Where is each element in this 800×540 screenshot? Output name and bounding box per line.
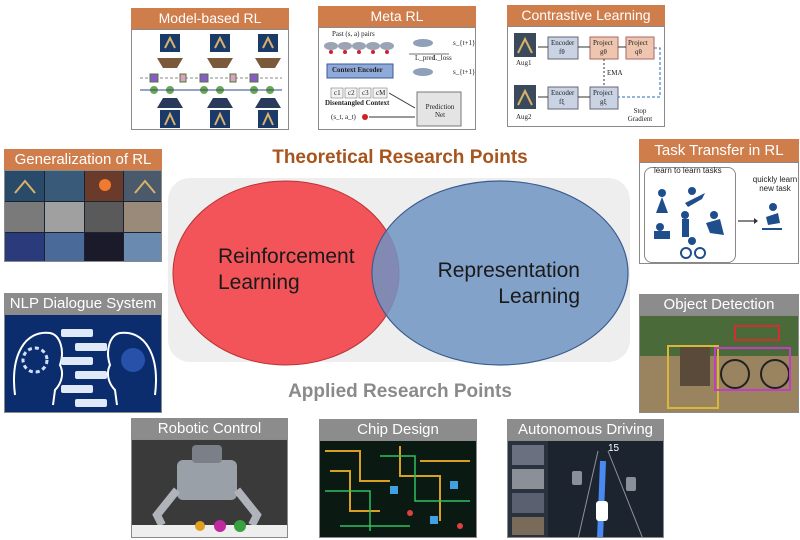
meta-panel: Past (s, a) pairs Context Encoder Disent… bbox=[318, 27, 476, 130]
representation-line2: Learning bbox=[498, 285, 580, 308]
aug1-image bbox=[514, 33, 536, 57]
meta-c2: c2 bbox=[348, 89, 355, 97]
applied-heading: Applied Research Points bbox=[288, 381, 512, 402]
robotic-figure bbox=[132, 440, 287, 537]
meta-s-next-a: s_{t+1} bbox=[453, 39, 476, 47]
driving-panel: 15 bbox=[507, 440, 664, 538]
contrastive-figure bbox=[514, 33, 661, 110]
context-cells bbox=[330, 87, 388, 99]
generalization-grid bbox=[5, 171, 161, 261]
contrastive-encoder2: Encoder bbox=[551, 89, 575, 97]
state-action-dot bbox=[362, 114, 368, 120]
task-icons bbox=[654, 187, 782, 259]
object-detection-figure bbox=[640, 316, 798, 412]
contrastive-f-xi: fξ bbox=[559, 98, 565, 106]
nlp-header: NLP Dialogue System bbox=[4, 293, 162, 314]
contrastive-stop-gradient: Stop Gradient bbox=[627, 107, 653, 123]
meta-figure bbox=[324, 39, 462, 127]
chip-figure bbox=[325, 446, 470, 531]
learn-to-learn-label: learn to learn tasks bbox=[654, 166, 722, 175]
prediction-net-box bbox=[416, 91, 462, 127]
aug2-image bbox=[514, 85, 536, 109]
robotic-panel bbox=[131, 439, 288, 538]
state-nodes bbox=[140, 86, 282, 94]
meta-cm: cM bbox=[376, 89, 386, 97]
meta-s-next-b: s_{t+1} bbox=[453, 68, 476, 76]
contrastive-project1: Project bbox=[593, 39, 613, 47]
quick-learn-label: quickly learn new task bbox=[752, 175, 798, 193]
contrastive-f-theta: fθ bbox=[559, 48, 565, 56]
encoder-trapezoids bbox=[157, 98, 281, 108]
encoder-box-2 bbox=[547, 86, 579, 110]
robot-bottom-frames bbox=[160, 110, 278, 128]
robot-top-frames bbox=[160, 34, 278, 52]
contrastive-g-theta: gθ bbox=[600, 48, 607, 56]
meta-c1: c1 bbox=[334, 89, 341, 97]
driving-figure bbox=[508, 441, 643, 537]
contrastive-q-theta: qθ bbox=[635, 48, 642, 56]
nlp-panel bbox=[4, 314, 162, 413]
object-detection-header: Object Detection bbox=[639, 294, 799, 315]
theoretical-heading: Theoretical Research Points bbox=[272, 147, 528, 168]
generalization-panel bbox=[4, 170, 162, 262]
generalization-header: Generalization of RL bbox=[4, 149, 162, 170]
representation-line1: Representation bbox=[437, 259, 580, 282]
contrastive-aug2: Aug2 bbox=[516, 113, 532, 121]
driving-speed: 15 bbox=[608, 443, 620, 454]
object-detection-panel bbox=[639, 315, 799, 413]
nlp-figure bbox=[13, 329, 157, 407]
representation-label: Representation Learning bbox=[422, 258, 580, 310]
reinforcement-line2: Learning bbox=[218, 271, 300, 294]
contrastive-encoder1: Encoder bbox=[551, 39, 575, 47]
meta-prediction-net: Prediction Net bbox=[425, 103, 455, 119]
task-transfer-header: Task Transfer in RL bbox=[639, 139, 799, 162]
contrastive-panel: Aug1 Aug2 Encoder fθ Encoder fξ Project … bbox=[507, 26, 665, 127]
past-pairs-robots bbox=[324, 42, 394, 54]
robot-next-states bbox=[413, 39, 433, 76]
meta-l-pred: L_pred bbox=[415, 54, 436, 62]
model-based-header: Model-based RL bbox=[131, 8, 289, 29]
meta-past-pairs: Past (s, a) pairs bbox=[332, 30, 375, 38]
chip-header: Chip Design bbox=[319, 419, 477, 440]
project-box-2 bbox=[589, 86, 619, 110]
meta-c3: c3 bbox=[362, 89, 369, 97]
chip-panel bbox=[319, 440, 477, 538]
task-transfer-panel: learn to learn tasks quickly learn new t… bbox=[639, 162, 799, 264]
reinforcement-label: Reinforcement Learning bbox=[218, 244, 355, 296]
meta-st-at: (s_t, a_t) bbox=[331, 113, 356, 121]
contrastive-ema: EMA bbox=[607, 69, 623, 77]
contrastive-header: Contrastive Learning bbox=[507, 5, 665, 26]
context-encoder-box bbox=[326, 63, 394, 79]
encoder-box-1 bbox=[547, 36, 579, 60]
contrastive-project3: Project bbox=[628, 39, 648, 47]
robotic-header: Robotic Control bbox=[131, 418, 288, 439]
model-based-figure bbox=[140, 34, 282, 128]
contrastive-project2: Project bbox=[593, 89, 613, 97]
latent-row bbox=[140, 73, 282, 83]
meta-disentangled: Disentangled Context bbox=[325, 99, 390, 107]
decoder-trapezoids bbox=[157, 58, 281, 68]
meta-context-encoder: Context Encoder bbox=[332, 66, 383, 74]
meta-header: Meta RL bbox=[318, 6, 476, 27]
reinforcement-line1: Reinforcement bbox=[218, 245, 355, 268]
contrastive-g-xi: gξ bbox=[600, 98, 607, 106]
driving-header: Autonomous Driving bbox=[507, 419, 664, 440]
meta-l-loss: L_loss bbox=[433, 54, 452, 62]
contrastive-aug1: Aug1 bbox=[516, 59, 532, 67]
task-group-box bbox=[644, 167, 736, 263]
model-based-panel bbox=[131, 29, 289, 130]
